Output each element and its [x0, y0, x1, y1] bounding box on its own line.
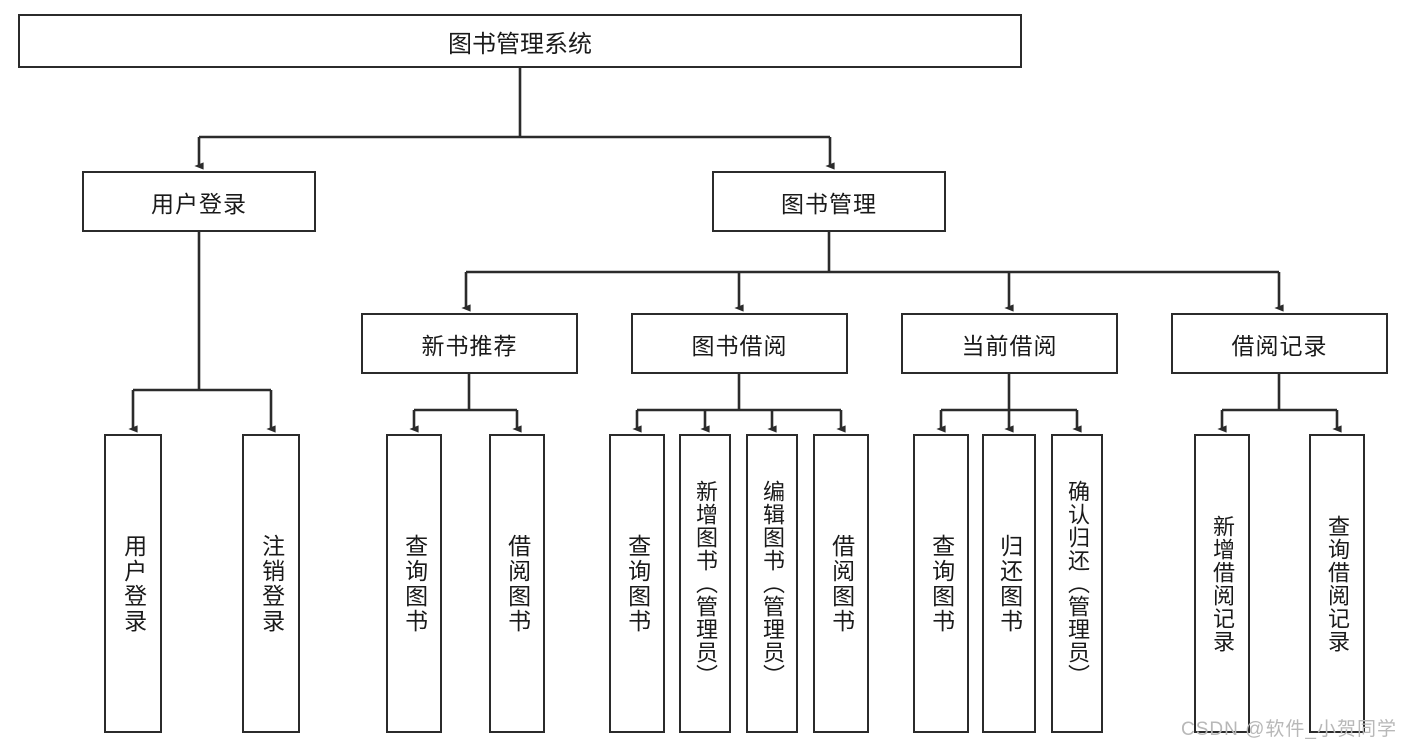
leaf-add-borrow-record[interactable]: 新增借阅记录 — [1194, 434, 1250, 733]
watermark: CSDN @软件_小贺同学 — [1181, 719, 1397, 740]
node-borrow-record[interactable]: 借阅记录 — [1171, 313, 1388, 374]
leaf-label: 编辑图书（管理员） — [759, 480, 785, 687]
leaf-query-book-current[interactable]: 查询图书 — [913, 434, 969, 733]
node-current-borrow[interactable]: 当前借阅 — [901, 313, 1118, 374]
node-book-borrow[interactable]: 图书借阅 — [631, 313, 848, 374]
leaf-query-book-recommend[interactable]: 查询图书 — [386, 434, 442, 733]
leaf-label: 查询图书 — [624, 533, 651, 634]
node-root[interactable]: 图书管理系统 — [18, 14, 1022, 68]
leaf-user-login[interactable]: 用户登录 — [104, 434, 162, 733]
leaf-label: 借阅图书 — [828, 533, 855, 634]
leaf-logout[interactable]: 注销登录 — [242, 434, 300, 733]
leaf-label: 借阅图书 — [504, 533, 531, 634]
node-book-management[interactable]: 图书管理 — [712, 171, 946, 232]
node-book-borrow-label: 图书借阅 — [691, 332, 788, 359]
leaf-label: 新增借阅记录 — [1209, 514, 1235, 653]
leaf-label: 查询借阅记录 — [1324, 514, 1350, 653]
node-borrow-record-label: 借阅记录 — [1231, 332, 1328, 359]
leaf-label: 查询图书 — [928, 533, 955, 634]
node-new-book-recommend-label: 新书推荐 — [421, 332, 518, 359]
node-root-label: 图书管理系统 — [448, 30, 592, 58]
leaf-label: 查询图书 — [401, 533, 428, 634]
leaf-label: 归还图书 — [996, 533, 1023, 634]
leaf-edit-book-admin[interactable]: 编辑图书（管理员） — [746, 434, 798, 733]
leaf-return-book[interactable]: 归还图书 — [982, 434, 1036, 733]
leaf-borrow-book[interactable]: 借阅图书 — [813, 434, 869, 733]
leaf-query-book-borrow[interactable]: 查询图书 — [609, 434, 665, 733]
node-book-management-label: 图书管理 — [781, 190, 877, 217]
leaf-label: 确认归还（管理员） — [1064, 480, 1090, 687]
node-current-borrow-label: 当前借阅 — [961, 332, 1058, 359]
leaf-label: 注销登录 — [258, 533, 285, 634]
node-user-login[interactable]: 用户登录 — [82, 171, 316, 232]
leaf-label: 新增图书（管理员） — [692, 480, 718, 687]
node-new-book-recommend[interactable]: 新书推荐 — [361, 313, 578, 374]
leaf-confirm-return-admin[interactable]: 确认归还（管理员） — [1051, 434, 1103, 733]
leaf-label: 用户登录 — [120, 533, 147, 634]
leaf-query-borrow-record[interactable]: 查询借阅记录 — [1309, 434, 1365, 733]
node-user-login-label: 用户登录 — [151, 190, 247, 217]
leaf-borrow-book-recommend[interactable]: 借阅图书 — [489, 434, 545, 733]
leaf-add-book-admin[interactable]: 新增图书（管理员） — [679, 434, 731, 733]
